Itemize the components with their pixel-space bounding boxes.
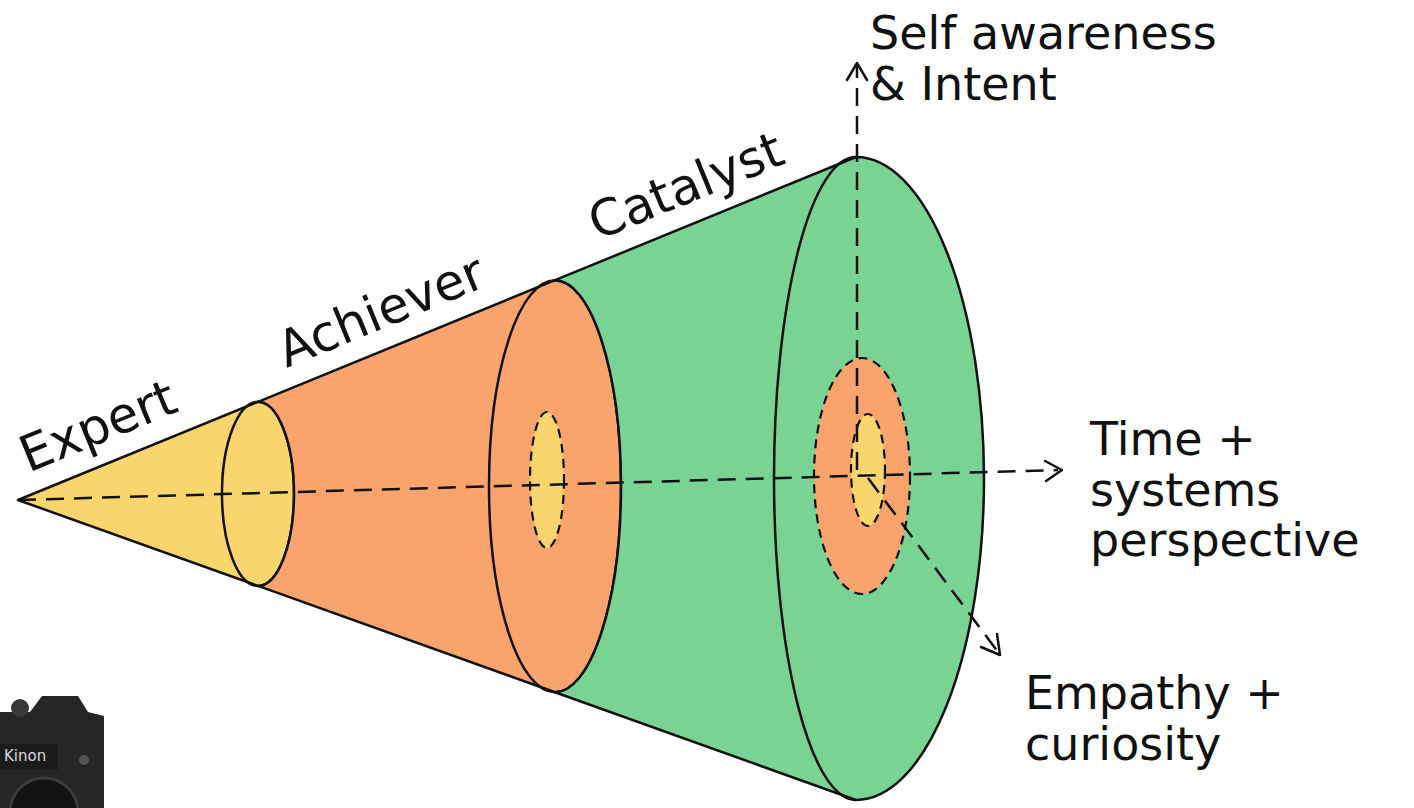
stage-band: Expert (5, 340, 305, 595)
camera-button (79, 755, 89, 765)
watermark: Kinon (4, 748, 84, 765)
axis-label: Empathy + curiosity (1025, 668, 1315, 769)
camera-lens (10, 778, 78, 808)
stage-band: Achiever (250, 240, 630, 700)
axis-label: Time + systems perspective (1090, 414, 1380, 566)
arrow-head (1045, 461, 1062, 481)
arrow-head (847, 63, 867, 80)
band-shape (555, 157, 984, 800)
axis-line (868, 478, 998, 652)
axis-label: Self awareness & Intent (870, 8, 1250, 109)
arrow-head (981, 634, 1000, 655)
camera-dial (11, 699, 29, 717)
axis-line (18, 470, 1058, 500)
inner-ring (530, 412, 564, 548)
axis-line (856, 66, 859, 470)
stage-band: Catalyst (545, 100, 990, 805)
